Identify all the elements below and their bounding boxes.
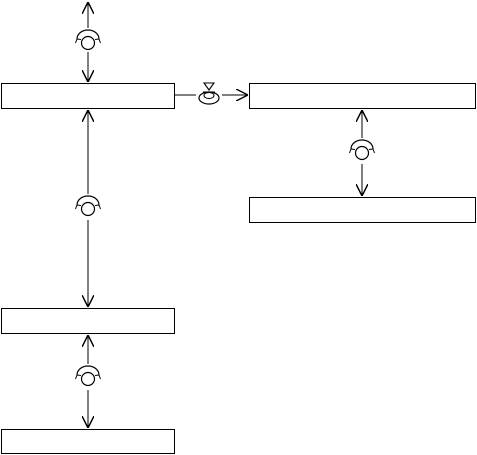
rotary-knob-icon bbox=[74, 195, 102, 217]
rotary-knob-icon bbox=[74, 365, 102, 387]
menu-box-lower bbox=[1, 308, 175, 334]
connector-main-to-lower bbox=[74, 110, 102, 307]
connector-top-to-main bbox=[74, 2, 102, 82]
rotary-knob-icon bbox=[348, 139, 376, 161]
rotary-knob-icon bbox=[74, 29, 102, 51]
menu-box-right-top bbox=[249, 83, 476, 109]
menu-box-bottom bbox=[1, 429, 175, 454]
menu-box-right-bottom bbox=[249, 197, 476, 223]
connector-right-top-to-right-bottom bbox=[348, 110, 376, 196]
menu-box-main bbox=[1, 83, 175, 109]
connector-main-to-right bbox=[175, 82, 248, 105]
connector-lower-to-bottom bbox=[74, 335, 102, 428]
push-button-icon bbox=[198, 82, 220, 105]
